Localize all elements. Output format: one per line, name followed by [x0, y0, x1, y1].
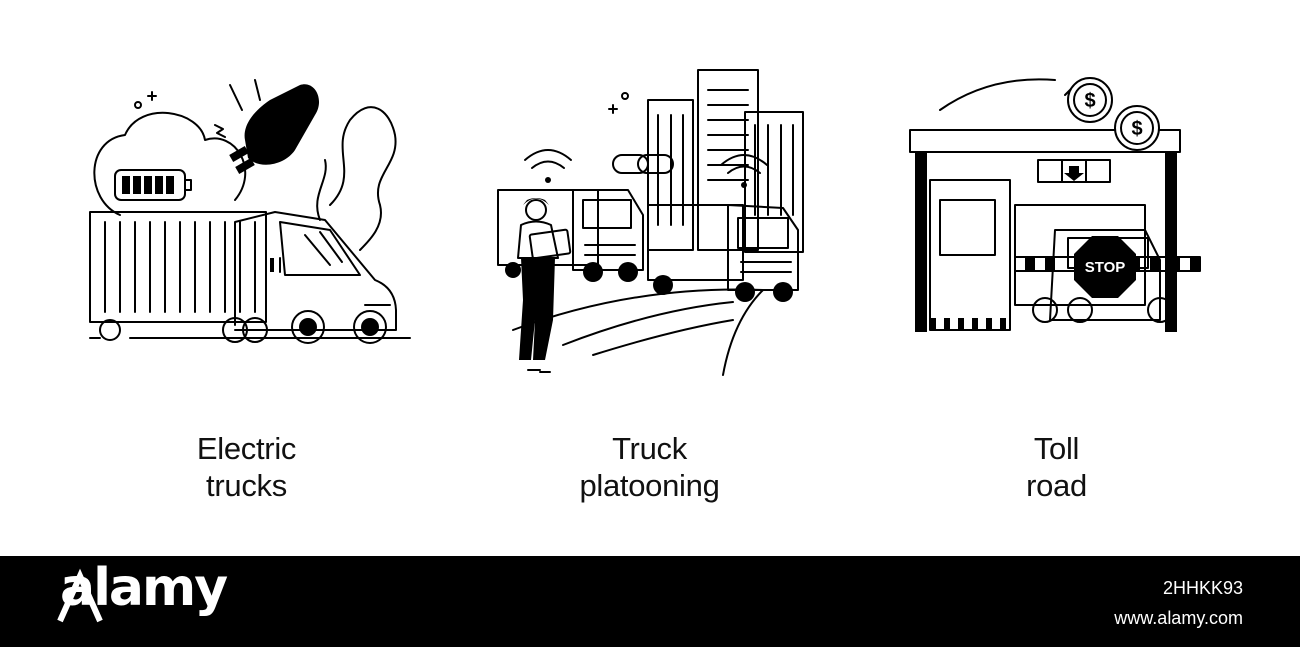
toll-road-illustration: $ $ STOP — [909, 77, 1201, 332]
alamy-logo-icon — [57, 568, 103, 623]
building — [744, 111, 804, 253]
link-icon — [612, 154, 649, 174]
coin-icon — [1067, 77, 1113, 123]
caption-truck-platooning: Truck platooning — [579, 431, 720, 503]
panel-electric-trucks: Electric trucks — [30, 0, 463, 556]
wifi-icon — [720, 154, 768, 174]
stop-sign-icon — [1074, 236, 1136, 298]
caption-electric-trucks: Electric trucks — [196, 431, 297, 503]
coin-symbol: $ — [1131, 118, 1142, 140]
caption-toll-road: Toll road — [1026, 431, 1087, 503]
toll-booth — [929, 179, 1011, 331]
coin-symbol: $ — [1084, 90, 1095, 112]
toll-gantry — [909, 129, 1181, 153]
electric-truck-illustration — [89, 79, 411, 344]
site-url: www.alamy.com — [1114, 608, 1243, 628]
image-id: 2HHKK93 — [1162, 578, 1243, 598]
stop-sign-text: STOP — [1085, 259, 1126, 276]
panel-toll-road: $ $ STOP Toll road — [840, 0, 1273, 556]
wifi-icon — [524, 149, 572, 169]
watermark-footer: alamy 2HHKK93 www.alamy.com — [0, 556, 1300, 647]
truck-platooning-illustration — [497, 69, 804, 376]
plug-icon — [244, 84, 320, 165]
coin-icon — [1114, 105, 1160, 151]
building — [647, 99, 694, 251]
panel-truck-platooning: Truck platooning — [433, 0, 866, 556]
brand-name: alamy — [60, 558, 228, 618]
